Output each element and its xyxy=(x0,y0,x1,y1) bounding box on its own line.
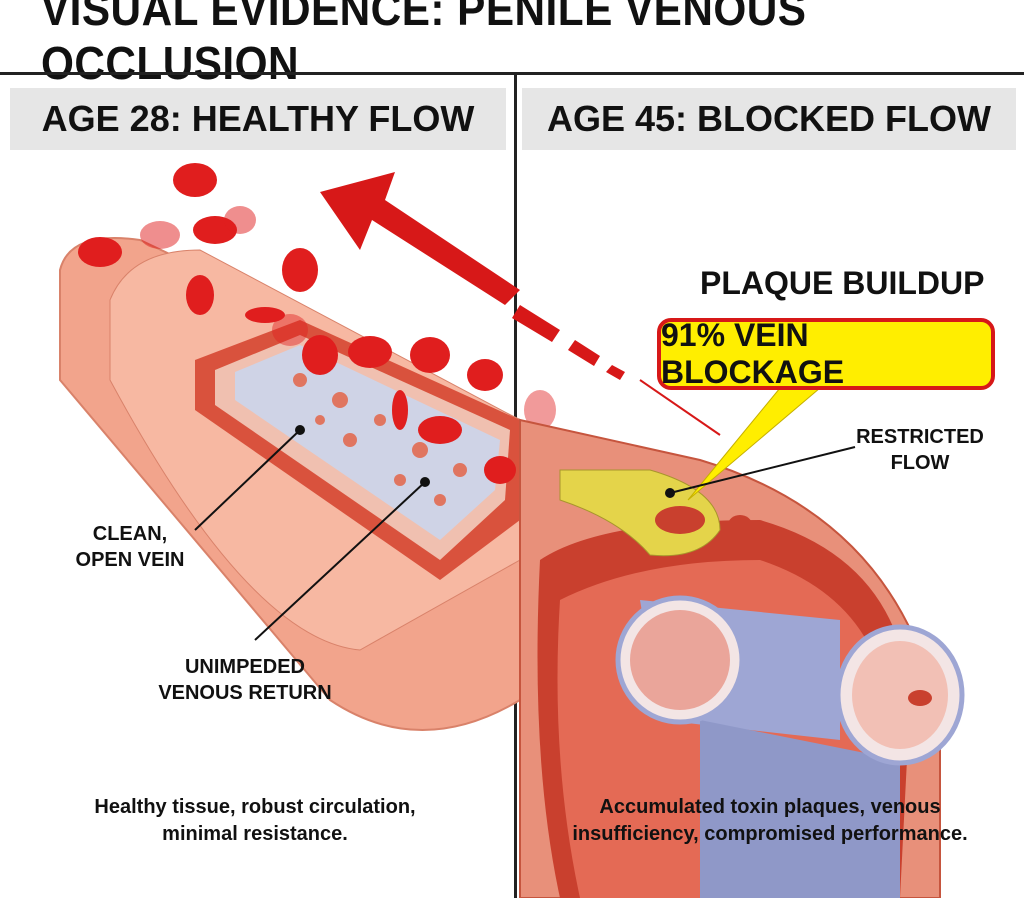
left-panel-header: AGE 28: HEALTHY FLOW xyxy=(10,88,506,150)
right-caption: Accumulated toxin plaques, venous insuff… xyxy=(530,794,1010,848)
label-line: CLEAN, xyxy=(92,523,168,545)
caption-line: Healthy tissue, robust circulation, xyxy=(94,796,416,818)
label-line: VENOUS RETURN xyxy=(158,682,332,704)
label-clean-open-vein: CLEAN, OPEN VEIN xyxy=(60,521,200,573)
red-blood-cells xyxy=(78,163,591,486)
vein-blockage-badge: 91% VEIN BLOCKAGE xyxy=(657,317,995,390)
caption-line: insufficiency, compromised performance. xyxy=(572,823,968,845)
blocked-tissue-illustration xyxy=(519,418,965,898)
left-caption: Healthy tissue, robust circulation, mini… xyxy=(20,794,490,848)
leader-lines xyxy=(194,425,856,641)
page-title: VISUAL EVIDENCE: PENILE VENOUS OCCLUSION xyxy=(40,0,807,89)
healthy-tissue-illustration xyxy=(59,237,521,731)
label-line: FLOW xyxy=(890,452,950,474)
title-divider xyxy=(0,72,1024,75)
right-panel-header: AGE 45: BLOCKED FLOW xyxy=(522,88,1016,150)
label-line: OPEN VEIN xyxy=(75,549,185,571)
flow-arrow-icon xyxy=(320,172,721,436)
label-restricted-flow: RESTRICTED FLOW xyxy=(850,424,990,476)
caption-line: Accumulated toxin plaques, venous xyxy=(599,796,941,818)
label-line: RESTRICTED xyxy=(856,426,984,448)
label-unimpeded-venous-return: UNIMPEDED VENOUS RETURN xyxy=(145,654,345,706)
plaque-buildup-title: PLAQUE BUILDUP xyxy=(700,265,985,301)
label-line: UNIMPEDED xyxy=(184,656,305,678)
caption-line: minimal resistance. xyxy=(162,823,348,845)
